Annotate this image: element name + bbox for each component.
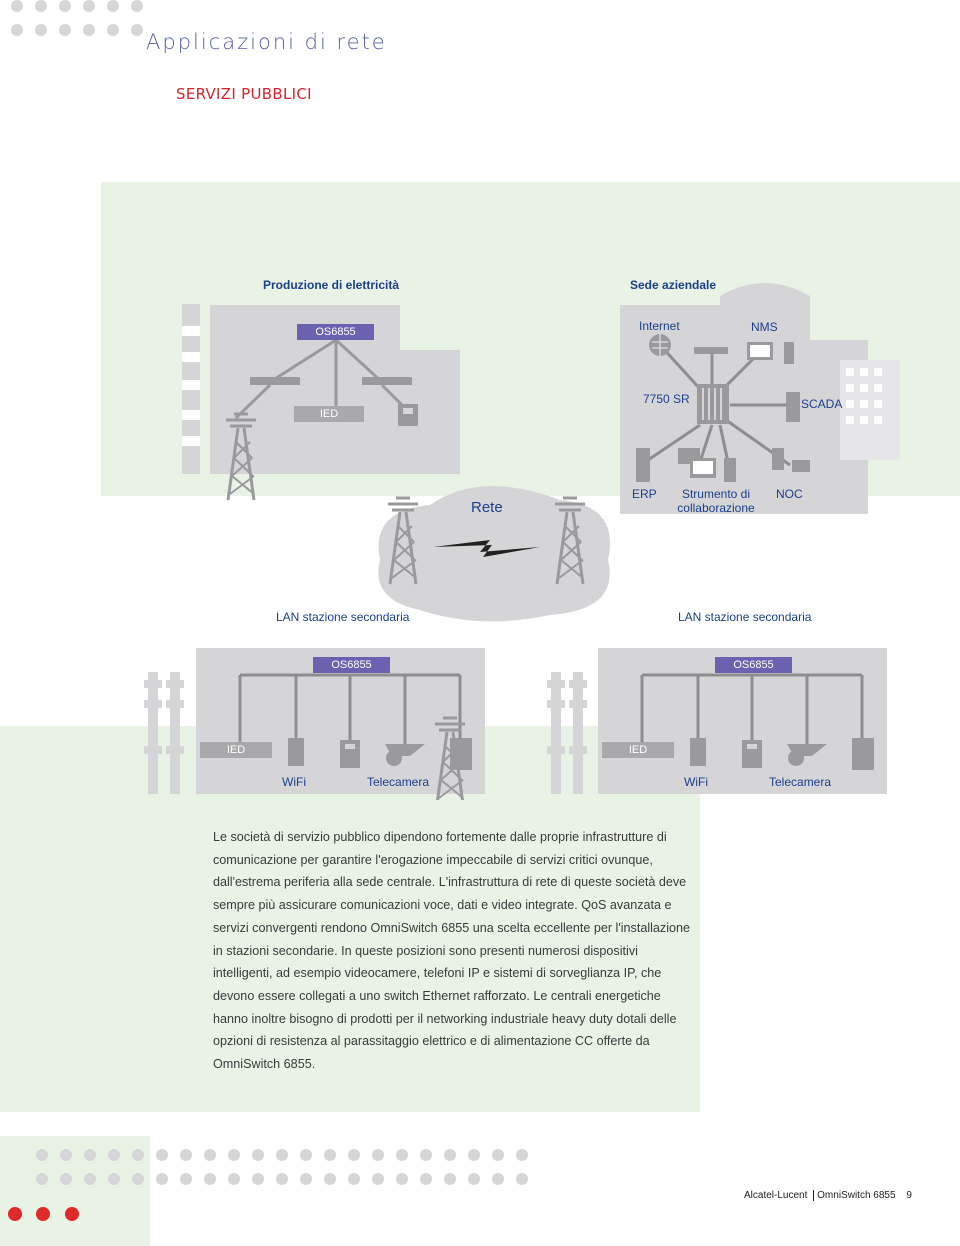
footer-separator xyxy=(813,1190,815,1201)
substation-right-ied: IED xyxy=(602,742,674,758)
headquarters-building xyxy=(620,283,900,514)
network-cloud-label: Rete xyxy=(471,499,503,516)
nms-label: NMS xyxy=(751,320,778,334)
power-plant-switch: OS6855 xyxy=(297,324,374,340)
bottom-dot-pattern xyxy=(0,1145,560,1225)
footer-green-panel xyxy=(0,1136,150,1246)
substation-right-wifi: WiFi xyxy=(684,775,708,789)
top-dot-pattern xyxy=(0,0,160,40)
substation-left-switch: OS6855 xyxy=(313,657,390,673)
erp-label: ERP xyxy=(632,487,657,501)
substation-left-ied: IED xyxy=(200,742,272,758)
substation-left-camera: Telecamera xyxy=(367,775,430,789)
page-title: Applicazioni di rete xyxy=(146,30,387,54)
footer-brand: Alcatel-Lucent xyxy=(744,1190,808,1201)
headquarters-title: Sede aziendale xyxy=(630,278,717,292)
internet-label: Internet xyxy=(639,319,680,333)
power-plant-title: Produzione di elettricità xyxy=(263,278,400,292)
router-label: 7750 SR xyxy=(643,392,690,406)
footer-page-number: 9 xyxy=(906,1190,912,1201)
footer-product: OmniSwitch 6855 xyxy=(817,1190,896,1201)
collaboration-tool-label: Strumento di collaborazione xyxy=(677,487,755,515)
scada-label: SCADA xyxy=(801,397,843,411)
substation-right-camera: Telecamera xyxy=(769,775,832,789)
substation-right-title: LAN stazione secondaria xyxy=(678,610,812,624)
noc-label: NOC xyxy=(776,487,803,501)
power-plant-building xyxy=(182,304,460,502)
substation-right-switch: OS6855 xyxy=(715,657,792,673)
substation-left-wifi: WiFi xyxy=(282,775,306,789)
body-paragraph: Le società di servizio pubblico dipendon… xyxy=(213,830,691,1072)
substation-left-title: LAN stazione secondaria xyxy=(276,610,410,624)
page-footer: Alcatel-Lucent OmniSwitch 6855 9 xyxy=(744,1190,912,1201)
section-subtitle: SERVIZI PUBBLICI xyxy=(176,85,312,103)
power-plant-ied: IED xyxy=(294,406,364,422)
network-cloud xyxy=(378,486,610,622)
